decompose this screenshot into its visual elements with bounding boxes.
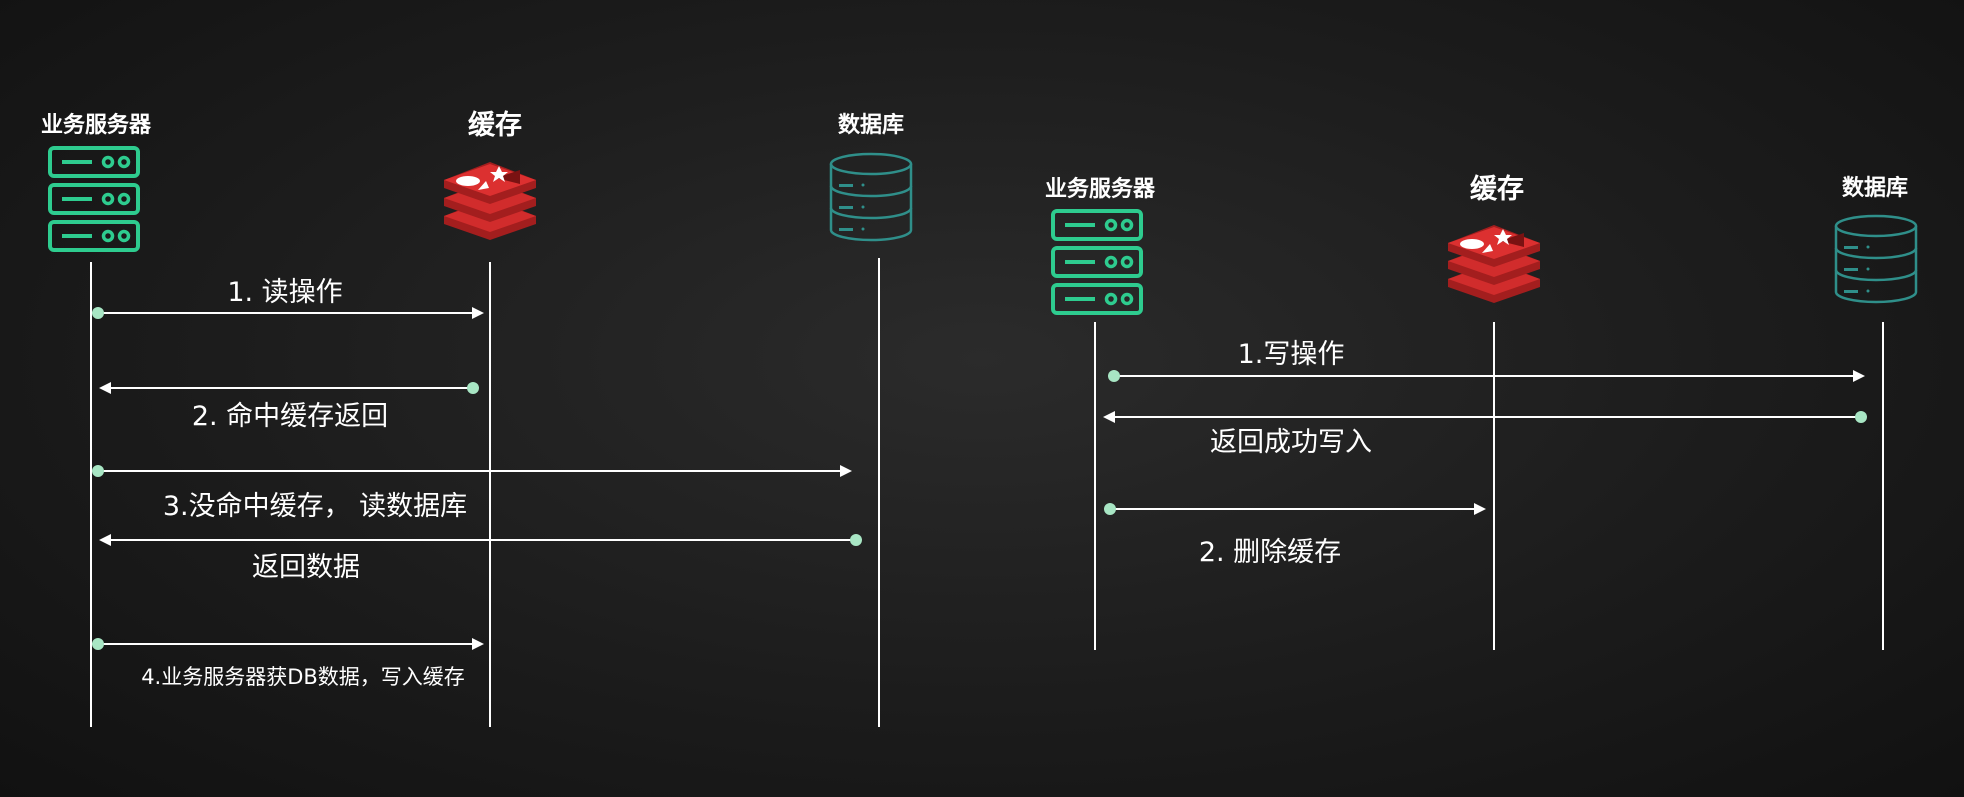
server-icon [1051,209,1143,315]
right-server-label: 业务服务器 [1044,177,1156,202]
left-msg-1-dot [92,307,104,319]
redis-icon [1448,225,1540,303]
left-msg-4-label: 返回数据 [252,552,360,583]
database-icon [829,152,913,242]
left-msg-1-label: 1. 读操作 [227,277,343,308]
right-msg-2-label: 返回成功写入 [1210,427,1372,458]
left-msg-5-dot [92,638,104,650]
redis-icon [444,162,536,240]
right-msg-2-dot [1855,411,1867,423]
database-icon [1834,214,1918,304]
left-msg-4-dot [850,534,862,546]
right-cache-label: 缓存 [1470,174,1524,205]
right-msg-1-label: 1.写操作 [1237,339,1345,370]
right-msg-1-dot [1108,370,1120,382]
left-server-label: 业务服务器 [40,113,152,138]
left-msg-2-dot [467,382,479,394]
right-msg-3-dot [1104,503,1116,515]
left-msg-5-label: 4.业务服务器获DB数据，写入缓存 [141,665,465,689]
left-msg-3-label: 3.没命中缓存， 读数据库 [162,491,468,522]
left-db-label: 数据库 [837,113,905,138]
left-cache-label: 缓存 [468,110,522,141]
right-msg-3-label: 2. 删除缓存 [1198,537,1342,568]
server-icon [48,146,140,252]
left-msg-2-label: 2. 命中缓存返回 [191,401,389,432]
right-db-label: 数据库 [1841,176,1909,201]
left-msg-3-dot [92,465,104,477]
